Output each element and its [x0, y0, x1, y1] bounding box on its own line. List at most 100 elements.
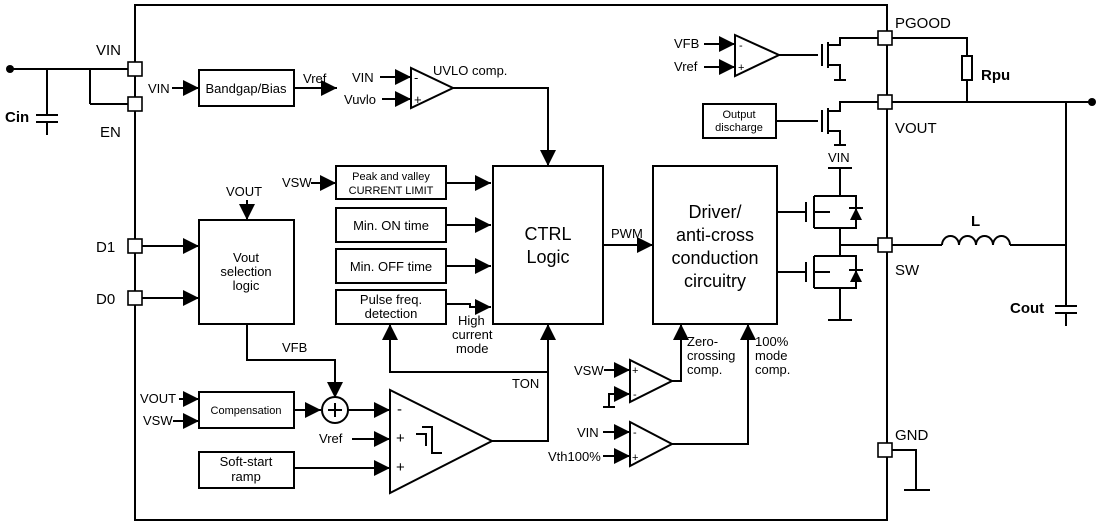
signal-vfb: VFB: [282, 340, 307, 355]
signal-ton: TON: [512, 376, 539, 391]
driver-label-2: anti-cross: [676, 225, 754, 245]
error-comparator: [389, 388, 495, 495]
err-minus-sign: -: [397, 401, 402, 418]
pulse-freq-label-2: detection: [365, 306, 418, 321]
min-off-label: Min. OFF time: [350, 259, 432, 274]
signal-comp-vsw: VSW: [143, 413, 173, 428]
signal-pg-vref: Vref: [674, 59, 698, 74]
mode100-label-3: comp.: [755, 362, 790, 377]
pin-sw-label: SW: [895, 262, 920, 279]
high-side-mosfet: [777, 194, 863, 245]
uvlo-minus-sign: -: [414, 70, 418, 85]
min-off-block: [335, 248, 447, 284]
err-plus-sign-2: +: [396, 459, 405, 476]
pin-sw: [877, 237, 893, 253]
mode100-comparator: [629, 420, 675, 468]
uvlo-comp-label: UVLO comp.: [433, 63, 507, 78]
compensation-label: Compensation: [211, 405, 282, 417]
pin-en-label: EN: [100, 124, 121, 141]
soft-start-label-1: Soft-start: [220, 454, 273, 469]
signal-high-current-3: mode: [456, 341, 489, 356]
inductor: [941, 235, 1011, 246]
cout-label: Cout: [1010, 300, 1044, 317]
rpu-resistor: [961, 55, 973, 81]
pgood-comparator: [734, 33, 782, 78]
pin-vin-label: VIN: [96, 42, 121, 59]
pin-vout: [877, 94, 893, 110]
pin-d1: [127, 238, 143, 254]
driver-label-4: circuitry: [684, 271, 746, 291]
m100-plus-sign: +: [632, 452, 638, 464]
bandgap-block: [198, 69, 295, 107]
zero-crossing-label-1: Zero-: [687, 334, 718, 349]
input-network: Cin: [5, 65, 128, 135]
vout-selection-block: [198, 219, 295, 325]
signal-vin-driver: VIN: [828, 150, 850, 165]
zero-crossing-label-2: crossing: [687, 348, 735, 363]
pin-vin: [127, 61, 143, 77]
ctrl-logic-label-2: Logic: [526, 247, 569, 267]
hysteresis-icon: [416, 426, 442, 454]
pin-pgood: [877, 30, 893, 46]
pin-gnd: [877, 442, 893, 458]
low-side-mosfet: [777, 245, 863, 321]
pulse-freq-label-1: Pulse freq.: [360, 292, 422, 307]
signal-uvlo-vin: VIN: [352, 70, 374, 85]
pin-d0-label: D0: [96, 291, 115, 308]
signal-zc-vsw: VSW: [574, 363, 604, 378]
bandgap-label: Bandgap/Bias: [206, 81, 287, 96]
current-limit-label-1: Peak and valley: [352, 171, 430, 183]
discharge-transistor: [821, 101, 878, 146]
inductor-label: L: [971, 213, 980, 230]
pin-vout-label: VOUT: [895, 120, 937, 137]
signal-pwm: PWM: [611, 226, 643, 241]
output-discharge-label-2: discharge: [715, 122, 763, 134]
signal-high-current-2: current: [452, 327, 493, 342]
compensation-block: [198, 391, 295, 429]
driver-label-3: conduction: [671, 248, 758, 268]
signal-comp-vout: VOUT: [140, 391, 176, 406]
signal-vsw-cl: VSW: [282, 175, 312, 190]
vout-sel-label-2: selection: [220, 264, 271, 279]
signal-error-vref: Vref: [319, 431, 343, 446]
driver-label-1: Driver/: [689, 202, 742, 222]
zero-crossing-label-3: comp.: [687, 362, 722, 377]
uvlo-plus-sign: +: [414, 92, 422, 107]
signal-vout-sel: VOUT: [226, 184, 262, 199]
rpu-label: Rpu: [981, 67, 1010, 84]
pg-plus-sign: +: [738, 62, 744, 74]
mode100-label-1: 100%: [755, 334, 789, 349]
pin-en: [127, 96, 143, 112]
output-discharge-block: [702, 103, 777, 139]
current-limit-label-2: CURRENT LIMIT: [349, 185, 434, 197]
soft-start-block: [198, 451, 295, 489]
signal-m100-vin: VIN: [577, 425, 599, 440]
pg-minus-sign: -: [739, 40, 743, 52]
zc-plus-sign: +: [632, 365, 638, 377]
vout-sel-label-3: logic: [233, 278, 260, 293]
signal-vin-bandgap: VIN: [148, 81, 170, 96]
pin-pgood-label: PGOOD: [895, 15, 951, 32]
uvlo-comparator: [410, 66, 456, 110]
signal-vref-out: Vref: [303, 71, 327, 86]
zc-minus-sign: -: [633, 389, 637, 401]
signal-m100-vth: Vth100%: [548, 449, 601, 464]
zero-crossing-comparator: [629, 358, 675, 404]
min-on-label: Min. ON time: [353, 218, 429, 233]
signal-uvlo-vuvlo: Vuvlo: [344, 92, 376, 107]
pin-gnd-label: GND: [895, 427, 929, 444]
pgood-transistor: [821, 37, 878, 81]
m100-minus-sign: -: [633, 427, 637, 439]
driver-block: [652, 165, 778, 325]
output-discharge-label-1: Output: [722, 109, 755, 121]
signal-pg-vfb: VFB: [674, 36, 699, 51]
mode100-label-2: mode: [755, 348, 788, 363]
err-plus-sign-1: +: [396, 430, 405, 447]
chip-outline: [134, 4, 888, 521]
ctrl-logic-block: [492, 165, 604, 325]
ctrl-logic-label-1: CTRL: [524, 224, 571, 244]
vout-sel-label-1: Vout: [233, 250, 259, 265]
pin-d0: [127, 290, 143, 306]
current-limit-block: [335, 165, 447, 200]
